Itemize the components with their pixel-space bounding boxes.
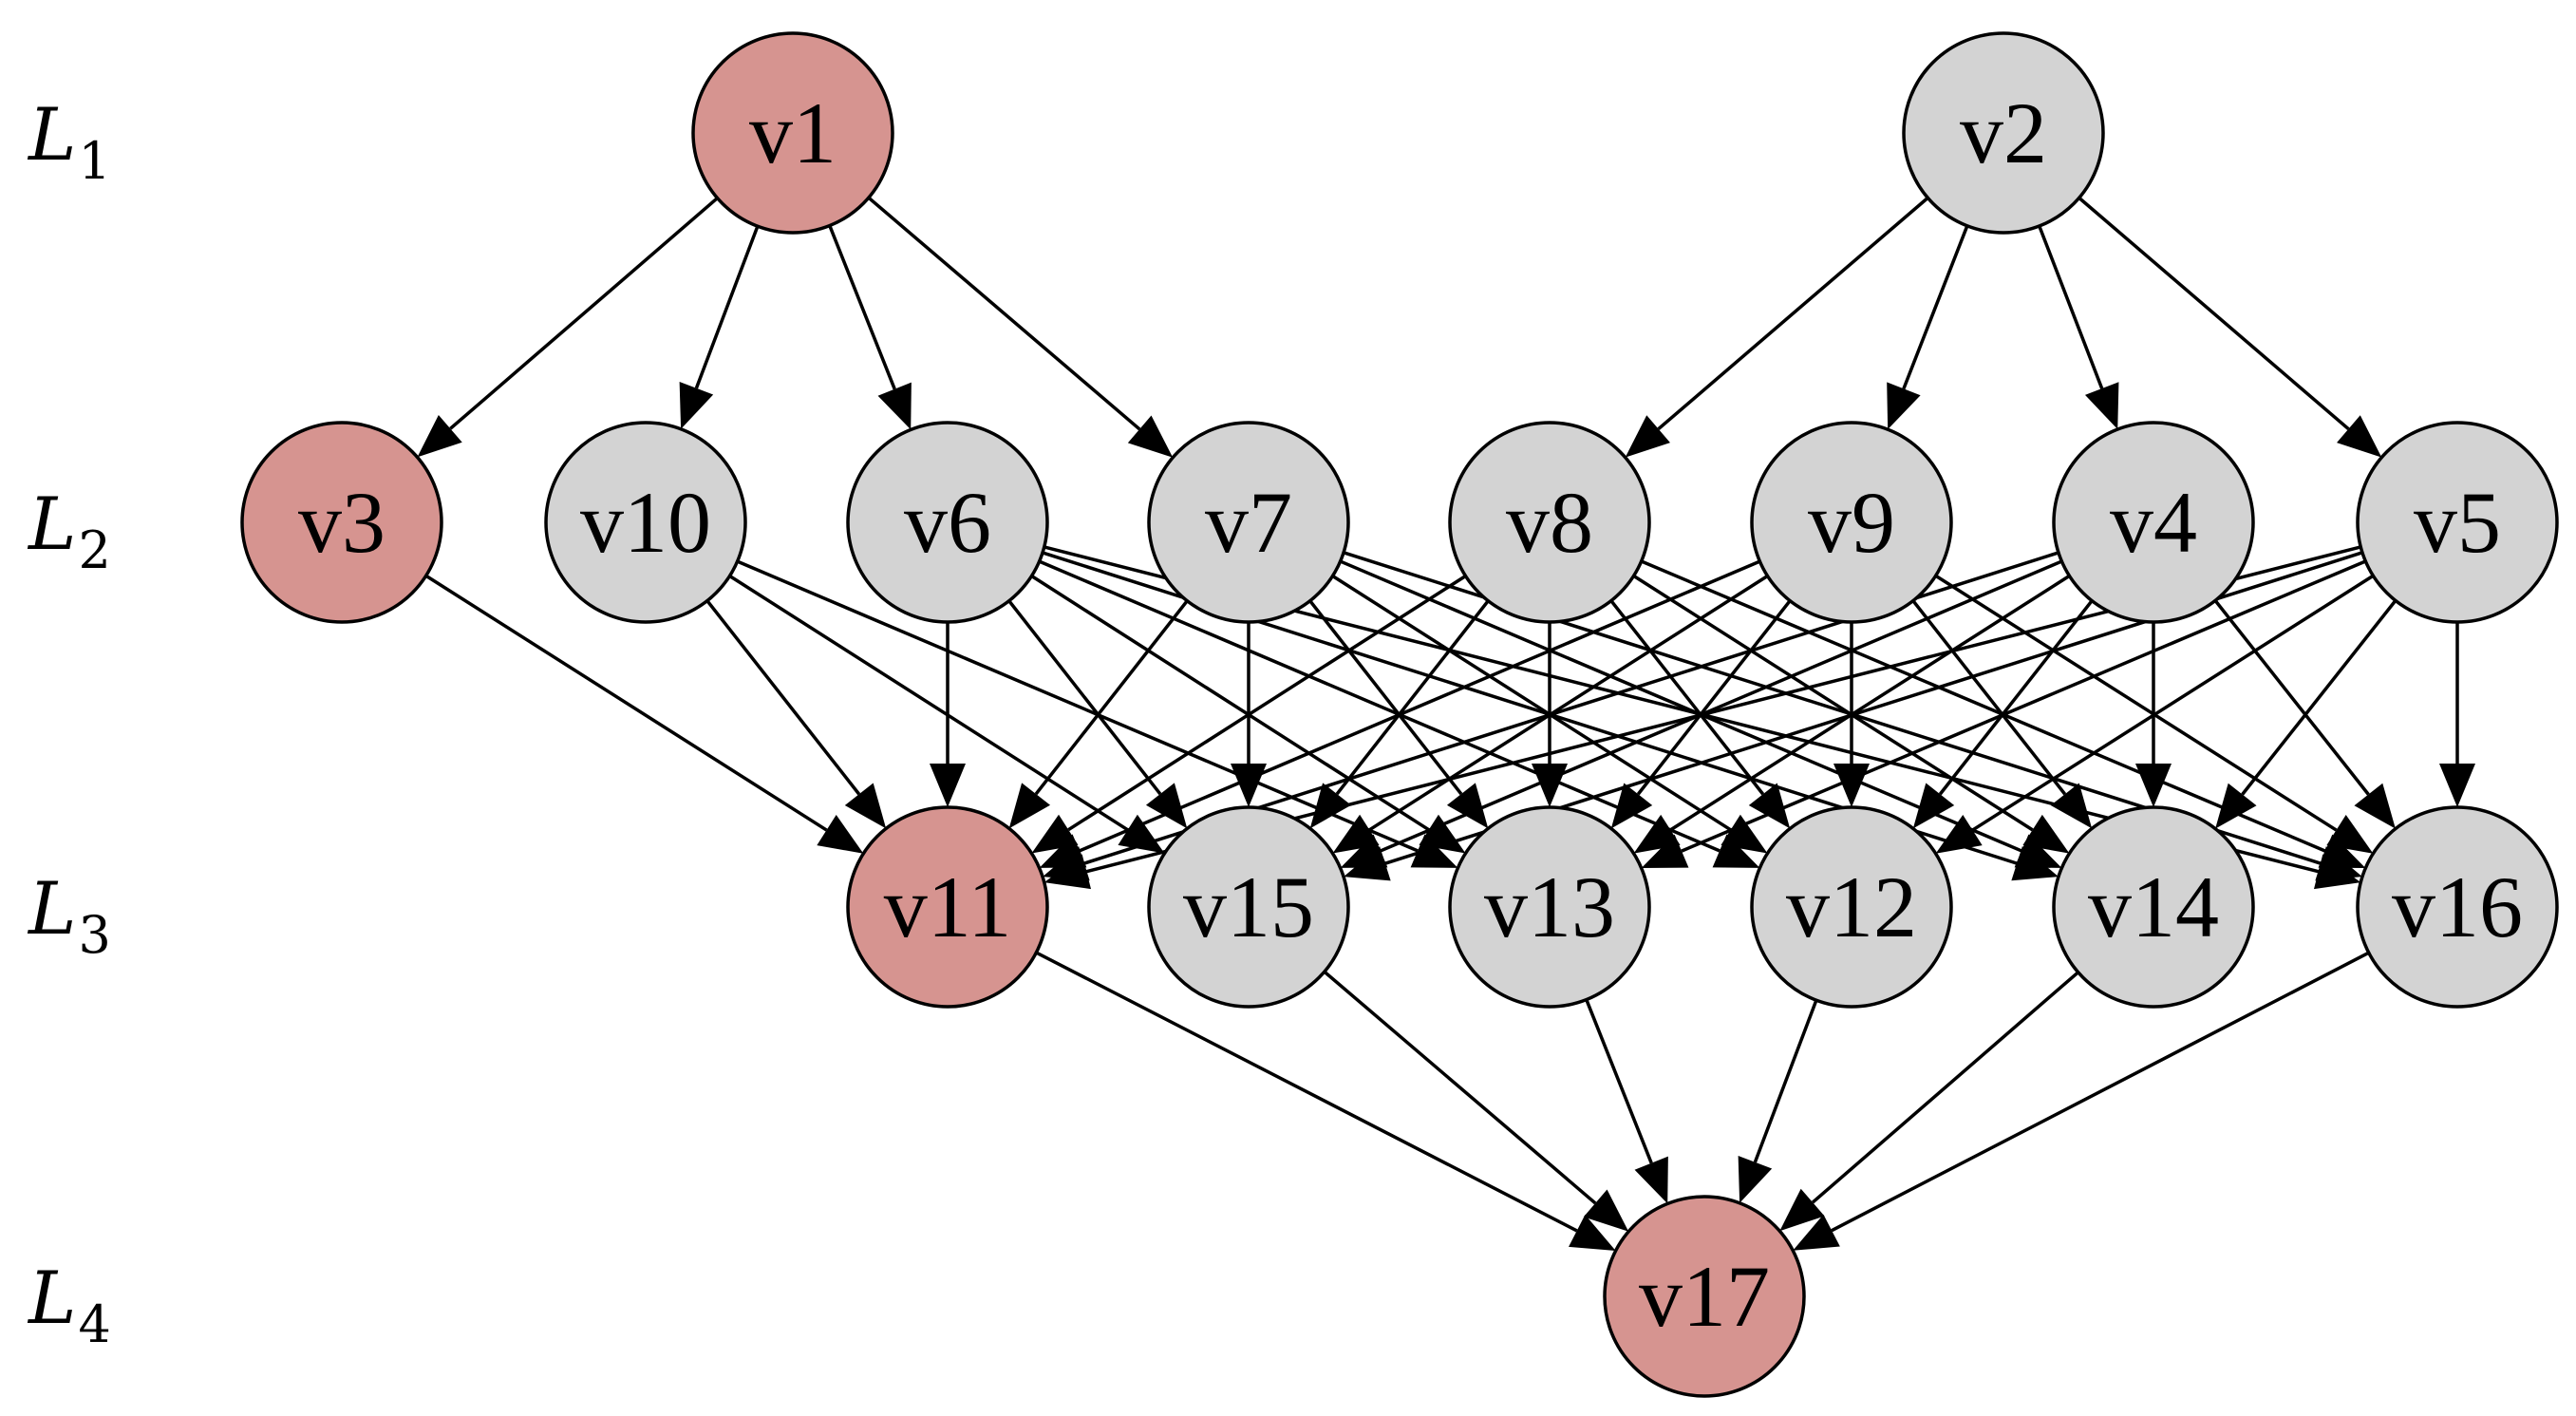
node-label-v7: v7 — [1205, 474, 1292, 571]
node-label-v12: v12 — [1786, 859, 1917, 955]
node-v8: v8 — [1448, 421, 1651, 624]
node-label-v13: v13 — [1484, 859, 1615, 955]
edge-v5-v12 — [1935, 574, 2375, 854]
edge-v10-v15 — [728, 574, 1165, 854]
edge-v6-v15 — [1007, 599, 1188, 829]
node-v2: v2 — [1902, 31, 2105, 235]
node-label-v3: v3 — [298, 474, 385, 571]
node-label-v14: v14 — [2088, 859, 2219, 955]
edge-v9-v14 — [1911, 599, 2093, 829]
node-label-v2: v2 — [1960, 85, 2047, 181]
edge-v13-v17 — [1585, 998, 1668, 1204]
node-v12: v12 — [1750, 805, 1953, 1009]
edge-v12-v17 — [1738, 999, 1818, 1203]
edge-v2-v5 — [2078, 197, 2382, 458]
edge-v2-v4 — [2038, 225, 2119, 430]
layer-label-l2: L2 — [27, 481, 111, 580]
edge-v1-v7 — [867, 196, 1174, 458]
node-v10: v10 — [544, 421, 747, 624]
node-label-v9: v9 — [1808, 474, 1895, 571]
edge-v6-v11 — [930, 622, 966, 807]
node-label-v10: v10 — [580, 474, 711, 571]
edge-v16-v17 — [1793, 951, 2370, 1251]
node-label-v16: v16 — [2392, 859, 2523, 955]
node-label-v1: v1 — [749, 85, 837, 181]
node-v11: v11 — [846, 805, 1049, 1009]
edge-v11-v17 — [1035, 951, 1616, 1251]
node-v14: v14 — [2052, 805, 2255, 1009]
node-label-v15: v15 — [1183, 859, 1314, 955]
edge-v9-v13 — [1610, 599, 1792, 829]
nodes: v1 v2 v3 v10 v6 v7 v8 v9 v4 v5 v11 v15 v13 v12 v14 v16 v… — [240, 31, 2559, 1398]
edge-v4-v14 — [2135, 622, 2172, 807]
edge-v2-v9 — [1887, 225, 1969, 430]
edge-v7-v11 — [1008, 599, 1189, 829]
node-v7: v7 — [1147, 421, 1350, 624]
node-v15: v15 — [1147, 805, 1350, 1009]
layer-label-l4: L4 — [27, 1256, 111, 1354]
node-label-v8: v8 — [1506, 474, 1593, 571]
edge-v2-v8 — [1625, 197, 1929, 458]
edge-v14-v17 — [1779, 971, 2079, 1232]
edge-v5-v13 — [1641, 559, 2367, 869]
edge-v3-v11 — [424, 574, 864, 854]
node-v6: v6 — [846, 421, 1049, 624]
edge-v8-v15 — [1309, 599, 1490, 829]
node-v9: v9 — [1750, 421, 1953, 624]
node-label-v6: v6 — [904, 474, 991, 571]
node-v13: v13 — [1448, 805, 1651, 1009]
edge-v7-v13 — [1308, 599, 1489, 829]
edge-v15-v17 — [1323, 970, 1629, 1232]
edge-v1-v6 — [828, 224, 912, 430]
edge-v6-v13 — [1030, 575, 1466, 854]
layer-label-l1: L1 — [27, 92, 111, 191]
edge-v10-v11 — [705, 599, 887, 829]
node-v17: v17 — [1603, 1195, 1806, 1398]
edge-v4-v16 — [2213, 599, 2396, 829]
node-v5: v5 — [2356, 421, 2559, 624]
layer-label-l3: L3 — [27, 866, 111, 965]
node-label-v17: v17 — [1639, 1248, 1770, 1345]
edge-v5-v14 — [2215, 599, 2397, 829]
node-label-v5: v5 — [2414, 474, 2501, 571]
edge-v4-v12 — [1912, 599, 2094, 829]
node-v4: v4 — [2052, 421, 2255, 624]
edge-v8-v12 — [1609, 599, 1791, 829]
node-v16: v16 — [2356, 805, 2559, 1009]
node-label-v11: v11 — [884, 859, 1012, 955]
edge-v1-v3 — [417, 197, 719, 458]
node-label-v4: v4 — [2110, 474, 2197, 571]
edges — [417, 196, 2475, 1251]
edge-v5-v16 — [2439, 622, 2475, 807]
node-v3: v3 — [240, 421, 443, 624]
node-v1: v1 — [691, 31, 894, 235]
edge-v1-v10 — [679, 225, 760, 429]
